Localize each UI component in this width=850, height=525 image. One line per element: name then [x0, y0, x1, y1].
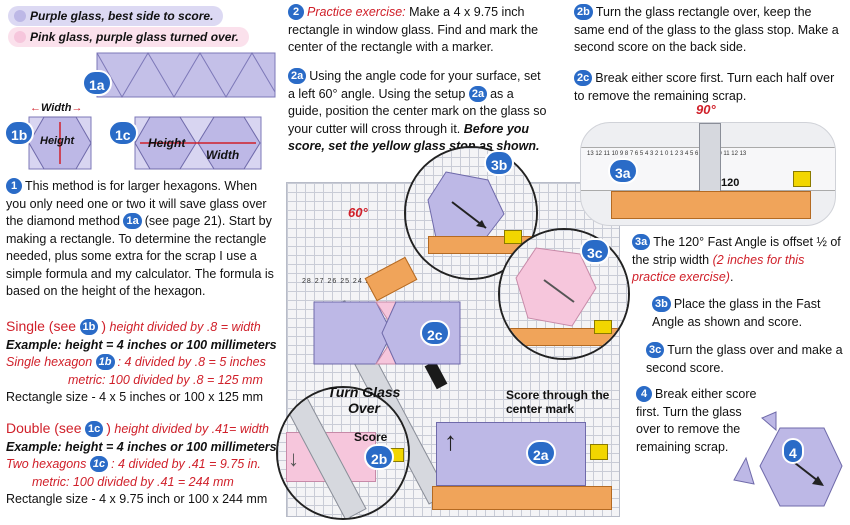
- scrap-top-left: [761, 411, 777, 432]
- badge-1c: 1c: [108, 120, 138, 146]
- single-example: Example: height = 4 inches or 100 millim…: [6, 337, 277, 352]
- double-calc: Two hexagons 1c: 4 divided by .41 = 9.75…: [6, 456, 261, 472]
- legend-pink: Pink glass, purple glass turned over.: [8, 27, 249, 47]
- figure-1c: [134, 116, 262, 170]
- step3b-badge: 3b: [652, 296, 671, 312]
- turn-over-label: Turn Glass Over: [327, 384, 401, 416]
- step2a-badge: 2a: [288, 68, 307, 84]
- fig1a-diagonals: [96, 52, 276, 98]
- step2c-badge: 2c: [574, 70, 593, 86]
- single-ref-badge: 1b: [79, 319, 99, 335]
- single-formula: height divided by .8 = width: [109, 320, 261, 334]
- 2a-glass-rect: [436, 422, 586, 486]
- score-through-label: Score through the center mark: [506, 388, 610, 416]
- double-section: Double (see 1c) height divided by .41= w…: [6, 420, 281, 509]
- step1-ref-badge: 1a: [123, 213, 142, 229]
- badge-3a-diagram: 3a: [608, 158, 638, 184]
- double-size: Rectangle size - 4 x 9.75 inch or 100 x …: [6, 492, 268, 506]
- single-calc-badge: 1b: [95, 354, 115, 370]
- step2a-ref-badge: 2a: [468, 85, 488, 102]
- step2-badge: 2: [288, 4, 304, 20]
- figure-1a: [96, 52, 276, 98]
- double-heading: Double (see 1c) height divided by .41= w…: [6, 420, 270, 437]
- circle-3b: [404, 146, 538, 280]
- circle-3c: [498, 228, 630, 360]
- badge-3b: 3b: [484, 150, 515, 176]
- pink-dot-icon: [14, 31, 26, 43]
- double-metric: metric: 100 divided by .41 = 244 mm: [32, 474, 234, 489]
- step3a-badge: 3a: [632, 234, 651, 250]
- fig1c-width-label: Width: [206, 148, 240, 162]
- double-formula: height divided by .41= width: [114, 422, 270, 436]
- badge-2c: 2c: [420, 320, 450, 346]
- width-arrow-icon: ←: [30, 102, 41, 114]
- fast-angle-numbers: 13 12 11 10 9 8 7 6 5 4 3 2 1 0 1 2 3 4 …: [587, 151, 747, 157]
- step4-badge: 4: [636, 386, 652, 402]
- legend-pink-text: Pink glass, purple glass turned over.: [30, 30, 239, 44]
- 2b-down-arrow-icon: ↓: [288, 446, 299, 471]
- badge-2a: 2a: [526, 440, 556, 466]
- angle-90-label: 90°: [696, 102, 716, 117]
- fig1b-width-label: ←Width→: [30, 102, 83, 114]
- double-calc-badge: 1c: [89, 456, 109, 472]
- double-example: Example: height = 4 inches or 100 millim…: [6, 439, 277, 454]
- figure-2c-glass: [313, 301, 461, 365]
- single-section: Single (see 1b) height divided by .8 = w…: [6, 318, 281, 407]
- single-calc: Single hexagon 1b: 4 divided by .8 = 5 i…: [6, 354, 266, 370]
- purple-dot-icon: [14, 10, 26, 22]
- legend-purple: Purple glass, best side to score.: [8, 6, 224, 26]
- 2c-left-piece: [313, 301, 393, 365]
- step2b-badge: 2b: [574, 4, 593, 20]
- 3c-glass-stop: [594, 320, 612, 334]
- score-label: Score: [354, 430, 388, 444]
- figure-4-hexagon: [733, 411, 843, 507]
- badge-1b: 1b: [4, 120, 35, 146]
- step3c-badge: 3c: [646, 342, 665, 358]
- scrap-left: [733, 456, 755, 485]
- single-heading: Single (see 1b) height divided by .8 = w…: [6, 318, 261, 335]
- fig1b-height-label: Height: [40, 135, 75, 147]
- fig1c-height-label: Height: [148, 136, 186, 150]
- step1-badge: 1: [6, 178, 22, 194]
- figure-1b: [28, 116, 92, 170]
- 2a-up-arrow-icon: ↑: [444, 426, 457, 456]
- fast-angle-glass-stop: [793, 171, 811, 187]
- angle-60-label: 60°: [348, 205, 368, 220]
- surface-ruler-numbers: 28 27 26 25 24 23 22 21: [302, 278, 401, 285]
- fast-angle-120: 120: [721, 177, 740, 189]
- double-ref-badge: 1c: [84, 421, 104, 437]
- legend-purple-text: Purple glass, best side to score.: [30, 9, 214, 23]
- single-size: Rectangle size - 4 x 5 inches or 100 x 1…: [6, 390, 264, 404]
- 2a-orange-bar: [432, 486, 612, 510]
- badge-2b-diagram: 2b: [364, 444, 395, 470]
- fast-angle-straightedge: [699, 123, 721, 195]
- badge-4-diagram: 4: [782, 438, 804, 464]
- fast-angle-orange-bar: [611, 191, 811, 219]
- 2a-glass-stop: [590, 444, 608, 460]
- badge-1a: 1a: [82, 70, 112, 96]
- single-metric: metric: 100 divided by .8 = 125 mm: [68, 372, 263, 387]
- badge-3c: 3c: [580, 238, 610, 264]
